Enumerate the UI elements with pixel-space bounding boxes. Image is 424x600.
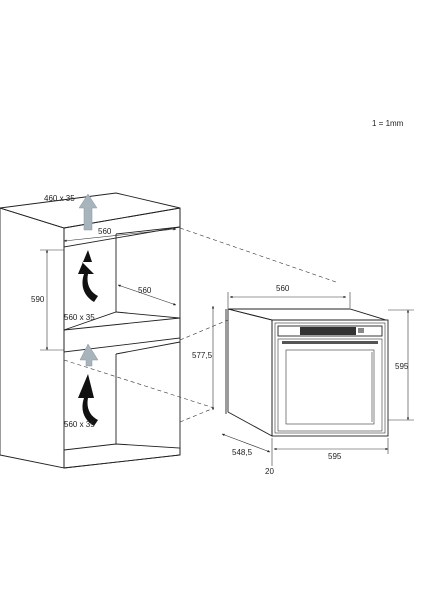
airflow-arrow-middle-icon xyxy=(79,343,99,367)
oven-top-width-label: 560 xyxy=(276,284,290,293)
inner-width-label: 560 xyxy=(98,227,112,236)
front-offset-label: 20 xyxy=(265,467,274,476)
oven-dimensions: 560 577,5 595 548,5 595 20 xyxy=(192,284,414,476)
top-opening-label: 460 x 35 xyxy=(44,194,75,203)
cabinet xyxy=(0,192,181,469)
oven-body-depth-label: 577,5 xyxy=(192,351,213,360)
oven-depth-label: 548,5 xyxy=(232,448,253,457)
oven xyxy=(225,308,389,437)
scale-note: 1 = 1mm xyxy=(372,119,404,128)
niche-height-label: 590 xyxy=(31,295,45,304)
airflow-arrows xyxy=(78,193,99,426)
upper-vent-label: 560 x 35 xyxy=(64,313,95,322)
airflow-arrow-upper-icon xyxy=(78,250,98,302)
oven-height-label: 595 xyxy=(395,362,409,371)
niche-depth-label: 560 xyxy=(138,286,152,295)
airflow-arrow-lower-icon xyxy=(78,374,98,426)
oven-front-width-label: 595 xyxy=(328,452,342,461)
oven-handle-icon xyxy=(282,341,378,344)
projection-lines xyxy=(63,227,337,423)
cabinet-dimensions: 460 x 35 560 560 590 560 x 35 560 x 35 xyxy=(31,194,177,429)
lower-vent-label: 560 x 35 xyxy=(64,420,95,429)
oven-display-icon xyxy=(300,327,356,335)
